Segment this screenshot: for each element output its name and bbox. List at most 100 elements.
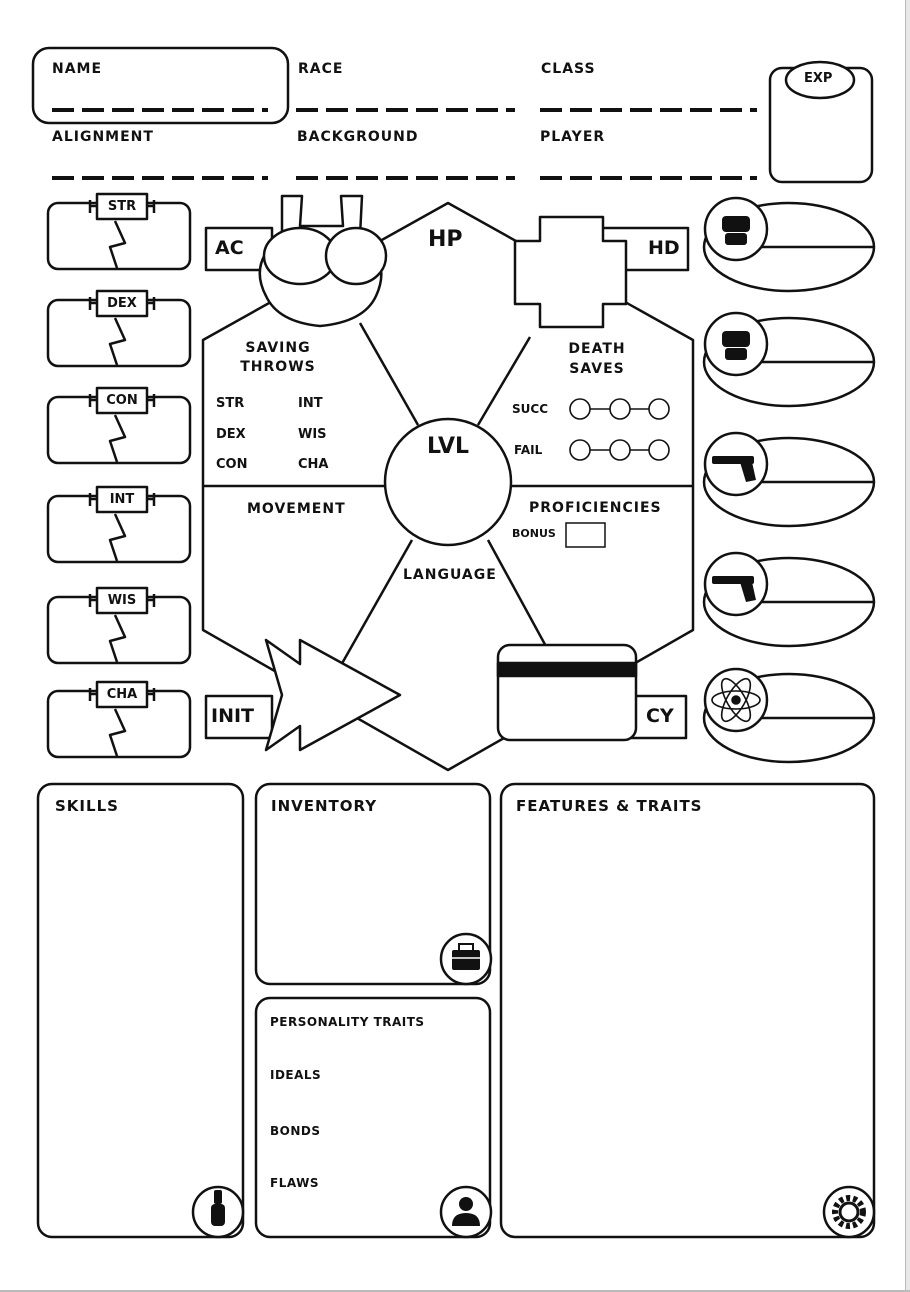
language-field[interactable] xyxy=(375,590,521,670)
ability-score-cha[interactable] xyxy=(52,710,186,754)
hp-field[interactable] xyxy=(400,260,496,320)
save-wis-label: WIS xyxy=(298,427,327,442)
features-traits-field[interactable] xyxy=(511,822,864,1182)
atom-icon xyxy=(711,677,761,723)
bonds-field[interactable] xyxy=(266,1143,480,1171)
bonus-label: BONUS xyxy=(512,527,556,540)
death-save-success-1[interactable] xyxy=(570,399,590,419)
exp-field[interactable] xyxy=(776,102,866,176)
fist-icon xyxy=(722,331,750,360)
saving-throws-title-1: SAVING xyxy=(245,340,311,356)
race-field[interactable] xyxy=(296,85,515,107)
revolver-icon xyxy=(712,576,756,602)
attack-4-name-field[interactable] xyxy=(770,567,866,599)
ability-label-cha: CHA xyxy=(106,687,138,702)
attack-5-damage-field[interactable] xyxy=(745,721,865,755)
ability-boxes xyxy=(46,192,192,759)
central-octagon xyxy=(201,201,695,772)
ability-score-int[interactable] xyxy=(52,515,186,559)
person-icon xyxy=(439,1185,493,1239)
attack-5-name-field[interactable] xyxy=(770,683,866,715)
name-box xyxy=(31,46,290,125)
attack-2-name-field[interactable] xyxy=(770,327,866,359)
ability-score-wis[interactable] xyxy=(52,616,186,660)
skills-field[interactable] xyxy=(48,822,233,1182)
header-write-lines xyxy=(52,108,757,180)
ability-score-con[interactable] xyxy=(52,416,186,460)
personality-traits-label: PERSONALITY TRAITS xyxy=(270,1015,425,1029)
bonds-label: BONDS xyxy=(270,1124,321,1138)
ability-score-dex[interactable] xyxy=(52,319,186,363)
save-dex-label: DEX xyxy=(216,427,246,442)
background-field[interactable] xyxy=(296,152,515,174)
hd-label: HD xyxy=(648,237,680,259)
features-traits-label: FEATURES & TRAITS xyxy=(516,797,703,815)
armor-icon xyxy=(204,194,388,328)
ac-label: AC xyxy=(215,237,244,259)
saving-throws-title-2: THROWS xyxy=(240,359,316,375)
attack-1-damage-field[interactable] xyxy=(745,250,865,284)
death-save-failure-2[interactable] xyxy=(610,440,630,460)
fail-label: FAIL xyxy=(514,443,543,457)
initiative-arrow xyxy=(204,638,402,752)
alignment-label: ALIGNMENT xyxy=(52,129,154,145)
attack-2-damage-field[interactable] xyxy=(745,365,865,399)
class-field[interactable] xyxy=(540,85,757,107)
alignment-field[interactable] xyxy=(52,152,268,174)
hp-label: HP xyxy=(428,227,463,252)
ability-label-str: STR xyxy=(107,199,137,214)
lvl-label: LVL xyxy=(426,434,470,459)
death-save-failure-3[interactable] xyxy=(649,440,669,460)
attack-3-name-field[interactable] xyxy=(770,447,866,479)
save-str-label: STR xyxy=(216,396,245,411)
page-bottom-rule xyxy=(0,1290,910,1292)
death-save-success-3[interactable] xyxy=(649,399,669,419)
ability-score-str[interactable] xyxy=(52,222,186,266)
player-field[interactable] xyxy=(540,152,757,174)
succ-label: SUCC xyxy=(512,402,548,416)
skills-label: SKILLS xyxy=(55,797,119,815)
ideals-field[interactable] xyxy=(266,1087,480,1117)
attack-1-name-field[interactable] xyxy=(770,212,866,244)
proficiencies-label: PROFICIENCIES xyxy=(529,500,662,516)
exp-oval xyxy=(784,60,856,100)
fist-icon xyxy=(722,216,750,245)
language-label: LANGUAGE xyxy=(403,567,497,583)
init-label: INIT xyxy=(211,705,255,727)
background-label: BACKGROUND xyxy=(297,129,419,145)
name-field[interactable] xyxy=(52,85,268,107)
inventory-field[interactable] xyxy=(266,822,436,972)
proficiency-bonus-field[interactable] xyxy=(567,524,604,546)
page-edge xyxy=(905,0,910,1292)
exp-label: EXP xyxy=(804,71,833,86)
bottom-panels xyxy=(36,782,876,1239)
initiative-field[interactable] xyxy=(300,675,380,715)
movement-field[interactable] xyxy=(215,522,375,582)
gear-icon xyxy=(822,1185,876,1239)
death-save-failure-1[interactable] xyxy=(570,440,590,460)
ability-label-dex: DEX xyxy=(107,296,137,311)
attack-3-damage-field[interactable] xyxy=(745,485,865,519)
attack-4-damage-field[interactable] xyxy=(745,605,865,639)
bonus-box xyxy=(565,522,606,548)
movement-label: MOVEMENT xyxy=(247,501,346,517)
cy-label: CY xyxy=(646,705,674,727)
proficiencies-field[interactable] xyxy=(510,550,685,630)
ac-field[interactable] xyxy=(206,272,272,312)
ability-label-wis: WIS xyxy=(107,593,137,608)
death-save-success-2[interactable] xyxy=(610,399,630,419)
credits-field[interactable] xyxy=(505,685,630,735)
save-int-label: INT xyxy=(298,396,323,411)
personality-traits-field[interactable] xyxy=(266,1034,480,1062)
save-con-label: CON xyxy=(216,457,248,472)
death-saves-title-1: DEATH xyxy=(568,341,626,357)
flaws-field[interactable] xyxy=(266,1195,434,1230)
hd-field[interactable] xyxy=(520,245,596,301)
name-label: NAME xyxy=(52,61,103,77)
player-label: PLAYER xyxy=(540,129,606,145)
revolver-icon xyxy=(712,456,756,482)
screwdriver-icon xyxy=(191,1185,245,1239)
lvl-field[interactable] xyxy=(395,468,501,524)
flaws-label: FLAWS xyxy=(270,1176,319,1190)
death-saves-title-2: SAVES xyxy=(569,361,625,377)
